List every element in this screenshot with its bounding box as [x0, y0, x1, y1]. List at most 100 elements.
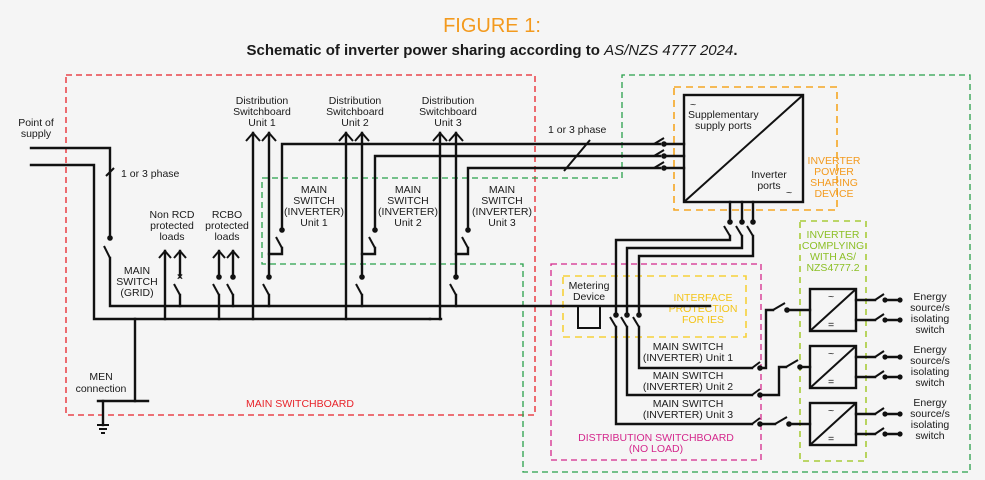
distribution-switchboard-label: DISTRIBUTION SWITCHBOARD (NO LOAD) — [578, 432, 734, 455]
svg-text:Switchboard: Switchboard — [326, 106, 384, 118]
cross-marker: × — [177, 271, 183, 283]
svg-text:DISTRIBUTION SWITCHBOARD: DISTRIBUTION SWITCHBOARD — [578, 432, 734, 444]
ac-symbol-icon: ~ — [828, 291, 834, 303]
earth-icon — [97, 424, 109, 434]
ac-symbol-icon: ~ — [828, 348, 834, 360]
svg-text:(INVERTER) Unit 1: (INVERTER) Unit 1 — [643, 352, 733, 364]
svg-text:MAIN SWITCH: MAIN SWITCH — [653, 341, 724, 353]
svg-text:Inverter: Inverter — [751, 169, 787, 181]
supply-line-neutral — [29, 163, 432, 321]
svg-text:Unit 2: Unit 2 — [394, 217, 422, 229]
dc-symbol-icon: = — [828, 319, 834, 331]
phase-slash-right — [563, 139, 591, 172]
svg-text:INTERFACE: INTERFACE — [674, 292, 733, 304]
main-switch-inverter-unit-1-label: MAIN SWITCH (INVERTER) Unit 1 — [284, 184, 344, 229]
figure-title: FIGURE 1: — [443, 15, 541, 37]
dsb-main-switch-unit-2-label: MAIN SWITCH (INVERTER) Unit 2 — [643, 370, 733, 393]
ac-symbol-icon: ~ — [828, 405, 834, 417]
svg-text:DEVICE: DEVICE — [814, 188, 853, 200]
energy-source-label-3: Energy source/s isolating switch — [910, 397, 950, 442]
svg-text:isolating: isolating — [911, 419, 950, 431]
svg-text:SWITCH: SWITCH — [116, 276, 157, 288]
phase-label-right: 1 or 3 phase — [548, 124, 607, 136]
inverter-power-sharing-label: INVERTER POWER SHARING DEVICE — [808, 155, 861, 200]
svg-text:Unit 1: Unit 1 — [300, 217, 328, 229]
dsb-main-switch-unit-3-label: MAIN SWITCH (INVERTER) Unit 3 — [643, 398, 733, 421]
svg-text:supply ports: supply ports — [695, 120, 752, 132]
dsb-main-switch-unit-1-label: MAIN SWITCH (INVERTER) Unit 1 — [643, 341, 733, 364]
svg-text:Unit 3: Unit 3 — [488, 217, 516, 229]
men-connection-label: MEN connection — [76, 371, 127, 395]
svg-text:FOR IES: FOR IES — [682, 314, 724, 326]
energy-source-label-1: Energy source/s isolating switch — [910, 291, 950, 336]
svg-text:Point of: Point of — [18, 117, 54, 129]
interface-protection-switches — [609, 312, 642, 328]
main-switch-grid — [103, 245, 111, 259]
supply-port-switches — [653, 137, 686, 171]
svg-text:loads: loads — [214, 231, 239, 243]
svg-text:MEN: MEN — [89, 371, 112, 383]
supply-line-active — [29, 146, 112, 240]
main-switchboard-zone — [65, 74, 536, 416]
dist-unit-2: Distribution Switchboard Unit 2 — [326, 95, 384, 129]
dist-unit-1: Distribution Switchboard Unit 1 — [233, 95, 291, 129]
active-busbar — [108, 256, 712, 308]
svg-text:(INVERTER): (INVERTER) — [378, 206, 438, 218]
figure-subtitle: Schematic of inverter power sharing acco… — [246, 42, 737, 59]
svg-text:Unit 1: Unit 1 — [248, 117, 276, 129]
dc-symbol-icon: = — [828, 376, 834, 388]
svg-text:Supplementary: Supplementary — [688, 109, 759, 121]
svg-text:(NO LOAD): (NO LOAD) — [629, 443, 683, 455]
main-switch-inverter-unit-2-label: MAIN SWITCH (INVERTER) Unit 2 — [378, 184, 438, 229]
svg-text:INVERTER: INVERTER — [808, 155, 861, 167]
svg-text:isolating: isolating — [911, 313, 950, 325]
svg-text:(INVERTER): (INVERTER) — [284, 206, 344, 218]
svg-text:(INVERTER) Unit 2: (INVERTER) Unit 2 — [643, 381, 733, 393]
svg-text:Non RCD: Non RCD — [150, 209, 195, 221]
svg-text:protected: protected — [205, 220, 249, 232]
svg-text:protected: protected — [150, 220, 194, 232]
svg-text:source/s: source/s — [910, 302, 950, 314]
distribution-switchboard-zone — [550, 263, 762, 461]
inverter-port-switches — [723, 200, 756, 237]
main-switch-grid-label: MAIN SWITCH (GRID) — [116, 265, 157, 299]
svg-text:WITH AS/: WITH AS/ — [810, 251, 856, 263]
svg-text:isolating: isolating — [911, 366, 950, 378]
svg-text:COMPLYING: COMPLYING — [802, 240, 864, 252]
svg-text:Switchboard: Switchboard — [419, 106, 477, 118]
svg-text:switch: switch — [915, 324, 944, 336]
phase-label-left: 1 or 3 phase — [121, 168, 180, 180]
main-switch-inverter-unit-3-label: MAIN SWITCH (INVERTER) Unit 3 — [472, 184, 532, 229]
svg-text:connection: connection — [76, 383, 127, 395]
svg-text:NZS4777.2: NZS4777.2 — [806, 262, 859, 274]
svg-text:Distribution: Distribution — [329, 95, 382, 107]
svg-text:ports: ports — [757, 180, 780, 192]
svg-text:MAIN: MAIN — [301, 184, 327, 196]
svg-text:Energy: Energy — [913, 344, 947, 356]
svg-text:source/s: source/s — [910, 408, 950, 420]
svg-text:Metering: Metering — [569, 280, 610, 292]
svg-text:MAIN SWITCH: MAIN SWITCH — [653, 398, 724, 410]
svg-text:MAIN: MAIN — [124, 265, 150, 277]
svg-text:MAIN SWITCH: MAIN SWITCH — [653, 370, 724, 382]
supplementary-ports-label: Supplementary supply ports — [688, 109, 759, 132]
svg-text:SWITCH: SWITCH — [293, 195, 334, 207]
energy-source-label-2: Energy source/s isolating switch — [910, 344, 950, 389]
metering-device-label: Metering Device — [569, 280, 610, 303]
svg-text:Distribution: Distribution — [236, 95, 289, 107]
svg-text:(GRID): (GRID) — [120, 287, 153, 299]
svg-text:SHARING: SHARING — [810, 177, 858, 189]
interface-protection-label: INTERFACE PROTECTION FOR IES — [669, 292, 738, 326]
svg-text:source/s: source/s — [910, 355, 950, 367]
svg-text:POWER: POWER — [814, 166, 854, 178]
rcbo-label: RCBO protected loads — [205, 209, 249, 243]
inverter-1: ~ = — [808, 287, 858, 333]
svg-text:MAIN: MAIN — [395, 184, 421, 196]
svg-text:Unit 3: Unit 3 — [434, 117, 462, 129]
svg-text:(INVERTER): (INVERTER) — [472, 206, 532, 218]
svg-text:SWITCH: SWITCH — [387, 195, 428, 207]
inverter-complying-zone — [799, 220, 867, 462]
svg-text:loads: loads — [159, 231, 184, 243]
svg-text:Switchboard: Switchboard — [233, 106, 291, 118]
svg-text:(INVERTER) Unit 3: (INVERTER) Unit 3 — [643, 409, 733, 421]
